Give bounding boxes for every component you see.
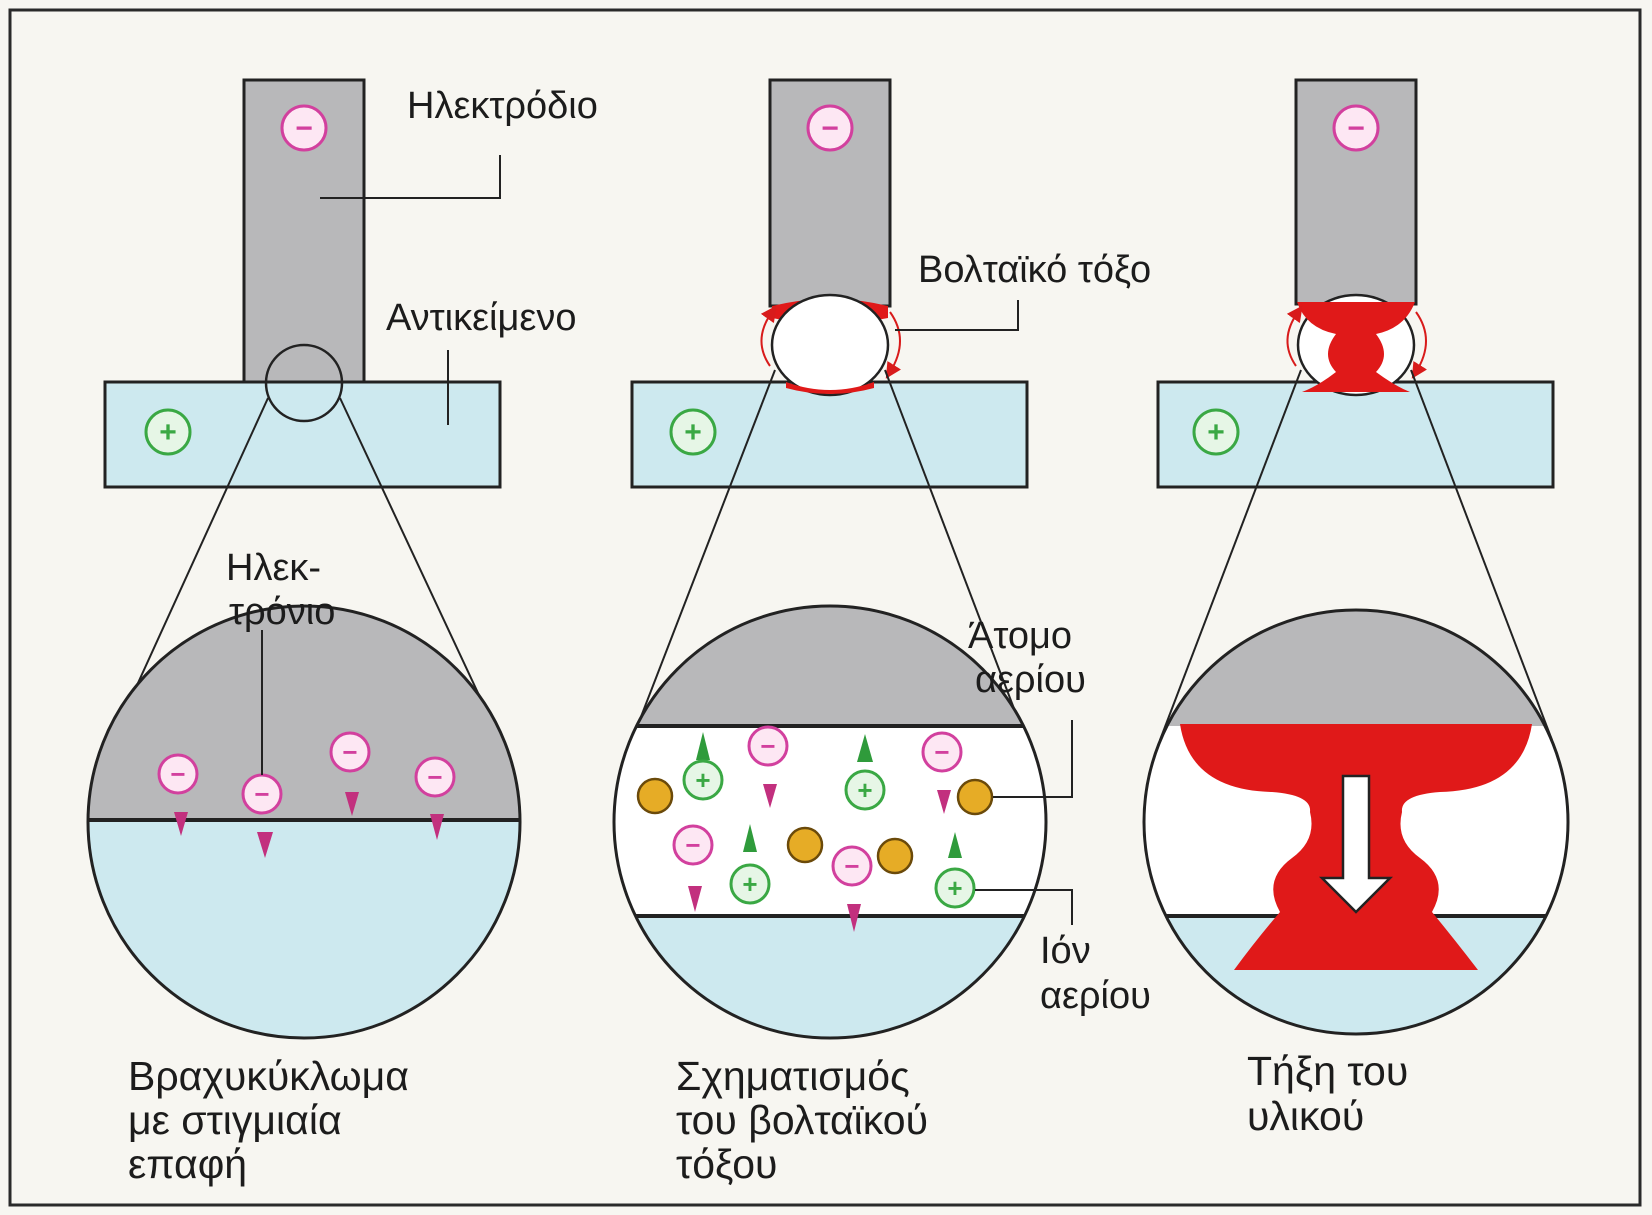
svg-text:−: − (254, 779, 269, 809)
caption-stage1: Βραχυκύκλωμα με στιγμιαία επαφή (128, 1053, 409, 1187)
electrode-negative-symbol: − (1334, 106, 1378, 150)
svg-text:−: − (295, 112, 313, 145)
svg-text:−: − (427, 762, 442, 792)
caption-stage2: Σχηματισμός του βολταϊκού τόξου (676, 1053, 928, 1187)
svg-text:με στιγμιαία: με στιγμιαία (128, 1097, 342, 1143)
svg-text:−: − (821, 112, 839, 145)
workpiece-positive-symbol: + (1194, 410, 1238, 454)
label-gas-ion-1: Ιόν (1040, 930, 1091, 972)
label-electrode: Ηλεκτρόδιο (407, 85, 598, 127)
caption-stage3: Τήξη του υλικού (1247, 1048, 1408, 1139)
svg-text:−: − (934, 737, 949, 767)
svg-text:−: − (685, 830, 700, 860)
label-electron-2: τρόνιο (229, 591, 335, 633)
electrode-negative-symbol: − (282, 106, 326, 150)
svg-text:του βολταϊκού: του βολταϊκού (676, 1097, 928, 1143)
label-arc: Βολταϊκό τόξο (918, 249, 1151, 291)
gas-atom (958, 780, 992, 814)
svg-text:+: + (159, 416, 177, 449)
svg-text:−: − (760, 731, 775, 761)
svg-text:+: + (742, 869, 757, 899)
label-workpiece: Αντικείμενο (386, 297, 576, 339)
svg-text:+: + (695, 765, 710, 795)
svg-text:−: − (342, 737, 357, 767)
svg-text:Σχηματισμός: Σχηματισμός (676, 1053, 910, 1099)
magnified-contact-view (80, 600, 540, 1060)
svg-text:τόξου: τόξου (676, 1141, 777, 1187)
svg-text:−: − (1347, 112, 1365, 145)
svg-text:υλικού: υλικού (1247, 1093, 1364, 1139)
svg-text:επαφή: επαφή (128, 1141, 247, 1187)
svg-text:Τήξη του: Τήξη του (1247, 1048, 1408, 1094)
arc-leader-line (895, 300, 1018, 330)
svg-text:+: + (684, 416, 702, 449)
panel-melting: − + (1130, 80, 1590, 1056)
label-gas-atom-1: Άτομο (968, 615, 1072, 657)
svg-text:+: + (1207, 416, 1225, 449)
svg-text:−: − (170, 759, 185, 789)
label-gas-ion-2: αερίου (1040, 975, 1151, 1017)
gas-atom (788, 828, 822, 862)
workpiece-positive-symbol: + (671, 410, 715, 454)
label-gas-atom-2: αερίου (975, 659, 1086, 701)
gas-atom (638, 779, 672, 813)
workpiece-positive-symbol: + (146, 410, 190, 454)
svg-text:Βραχυκύκλωμα: Βραχυκύκλωμα (128, 1053, 409, 1099)
label-electron-1: Ηλεκ- (226, 547, 321, 589)
panel-arc-formation: − + + (600, 80, 1072, 1056)
gas-atom (878, 839, 912, 873)
svg-text:−: − (844, 851, 859, 881)
svg-text:+: + (947, 873, 962, 903)
arc-zone (1287, 295, 1426, 395)
svg-text:+: + (857, 775, 872, 805)
electrode-negative-symbol: − (808, 106, 852, 150)
